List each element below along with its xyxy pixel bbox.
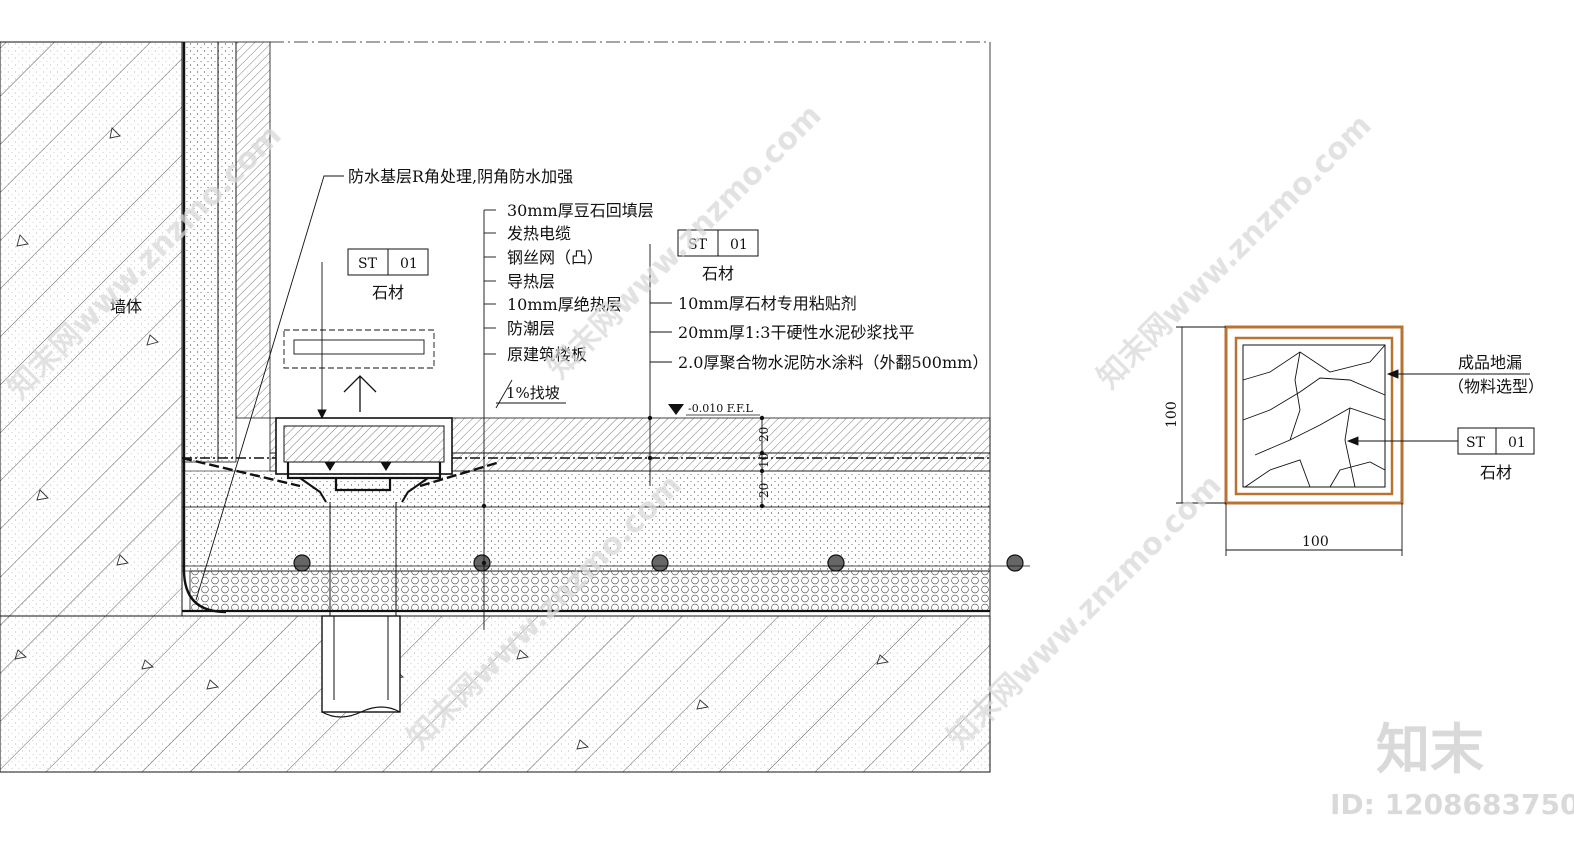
plan-height-dim: 100 xyxy=(1164,401,1180,428)
plan-st-tag xyxy=(1457,427,1535,455)
heating-layer-4: 导热层 xyxy=(507,272,555,291)
heating-layer-6: 防潮层 xyxy=(507,319,555,338)
finish-layer-2: 20mm厚1:3干硬性水泥砂浆找平 xyxy=(678,323,914,342)
drain-st-tag xyxy=(347,248,429,276)
plan-drain-sub: （物料选型） xyxy=(1448,377,1544,396)
plan-tag-number: 01 xyxy=(1508,435,1526,451)
gravel-backfill-layer xyxy=(181,506,991,572)
drain-cover-exploded xyxy=(283,329,435,369)
wall-stone-layer xyxy=(235,41,271,419)
slope-note: 1%找坡 xyxy=(506,384,560,402)
heating-layer-7: 原建筑楼板 xyxy=(507,345,587,364)
leader-dots xyxy=(481,415,765,566)
slope-membrane xyxy=(181,456,501,488)
dim-top: 20 xyxy=(757,427,771,442)
stone-st-tag xyxy=(677,229,759,257)
level-mark-label: -0.010 F.F.L xyxy=(688,402,754,415)
watermark-repeat: 知末网www.znzmo.com xyxy=(541,98,829,386)
wall-tile-layer xyxy=(217,41,237,463)
dim-bottom: 20 xyxy=(757,483,771,498)
finish-layer-1: 10mm厚石材专用粘贴剂 xyxy=(678,294,857,313)
heating-layer-5: 10mm厚绝热层 xyxy=(507,295,622,314)
plan-width-dim: 100 xyxy=(1302,534,1329,550)
plan-drain-label: 成品地漏 xyxy=(1458,353,1522,372)
level-mark-icon xyxy=(668,404,684,415)
dim-mid: 10 xyxy=(757,453,771,468)
drain-tag-caption: 石材 xyxy=(372,283,404,302)
leader-lines xyxy=(195,175,763,630)
wall-render-layer xyxy=(181,41,219,463)
heating-layer-2: 发热电缆 xyxy=(507,224,571,243)
finish-layer-3: 2.0厚聚合物水泥防水涂料（外翻500mm） xyxy=(678,353,988,372)
plan-tag-code: ST xyxy=(1466,435,1486,451)
plan-view: 成品地漏 （物料选型） ST 01 石材 100 100 xyxy=(1164,325,1544,556)
stone-tag-number: 01 xyxy=(730,237,748,253)
screed-layer xyxy=(181,470,991,508)
drain-tag-number: 01 xyxy=(400,256,418,272)
wall-label: 墙体 xyxy=(110,297,142,316)
plan-dimensions xyxy=(1176,326,1403,556)
section-view: 墙体 防水基层R角处理,阴角防水加强 ST 01 石材 30mm厚豆石回填层 发… xyxy=(0,41,1030,773)
watermark-id: ID: 1208683750 xyxy=(1330,788,1574,821)
stone-tag-caption: 石材 xyxy=(702,264,734,283)
drain-pipe xyxy=(321,615,401,713)
watermark-repeat: 知末网www.znzmo.com xyxy=(1091,108,1379,396)
drain-frame-inner xyxy=(1234,336,1394,496)
heating-layer-3: 钢丝网（凸） xyxy=(507,248,603,267)
stone-veins xyxy=(1242,344,1386,488)
floor-drain-assembly xyxy=(275,329,453,718)
heating-layer-1: 30mm厚豆石回填层 xyxy=(507,201,654,220)
drain-frame-outer xyxy=(1224,325,1404,505)
plan-tag-caption: 石材 xyxy=(1480,463,1512,482)
insulation-layer xyxy=(189,570,991,612)
waterproof-note: 防水基层R角处理,阴角防水加强 xyxy=(348,167,573,186)
watermark-brand: 知末 xyxy=(1376,718,1484,781)
drain-tag-code: ST xyxy=(358,256,378,272)
stone-tag-code: ST xyxy=(688,237,708,253)
